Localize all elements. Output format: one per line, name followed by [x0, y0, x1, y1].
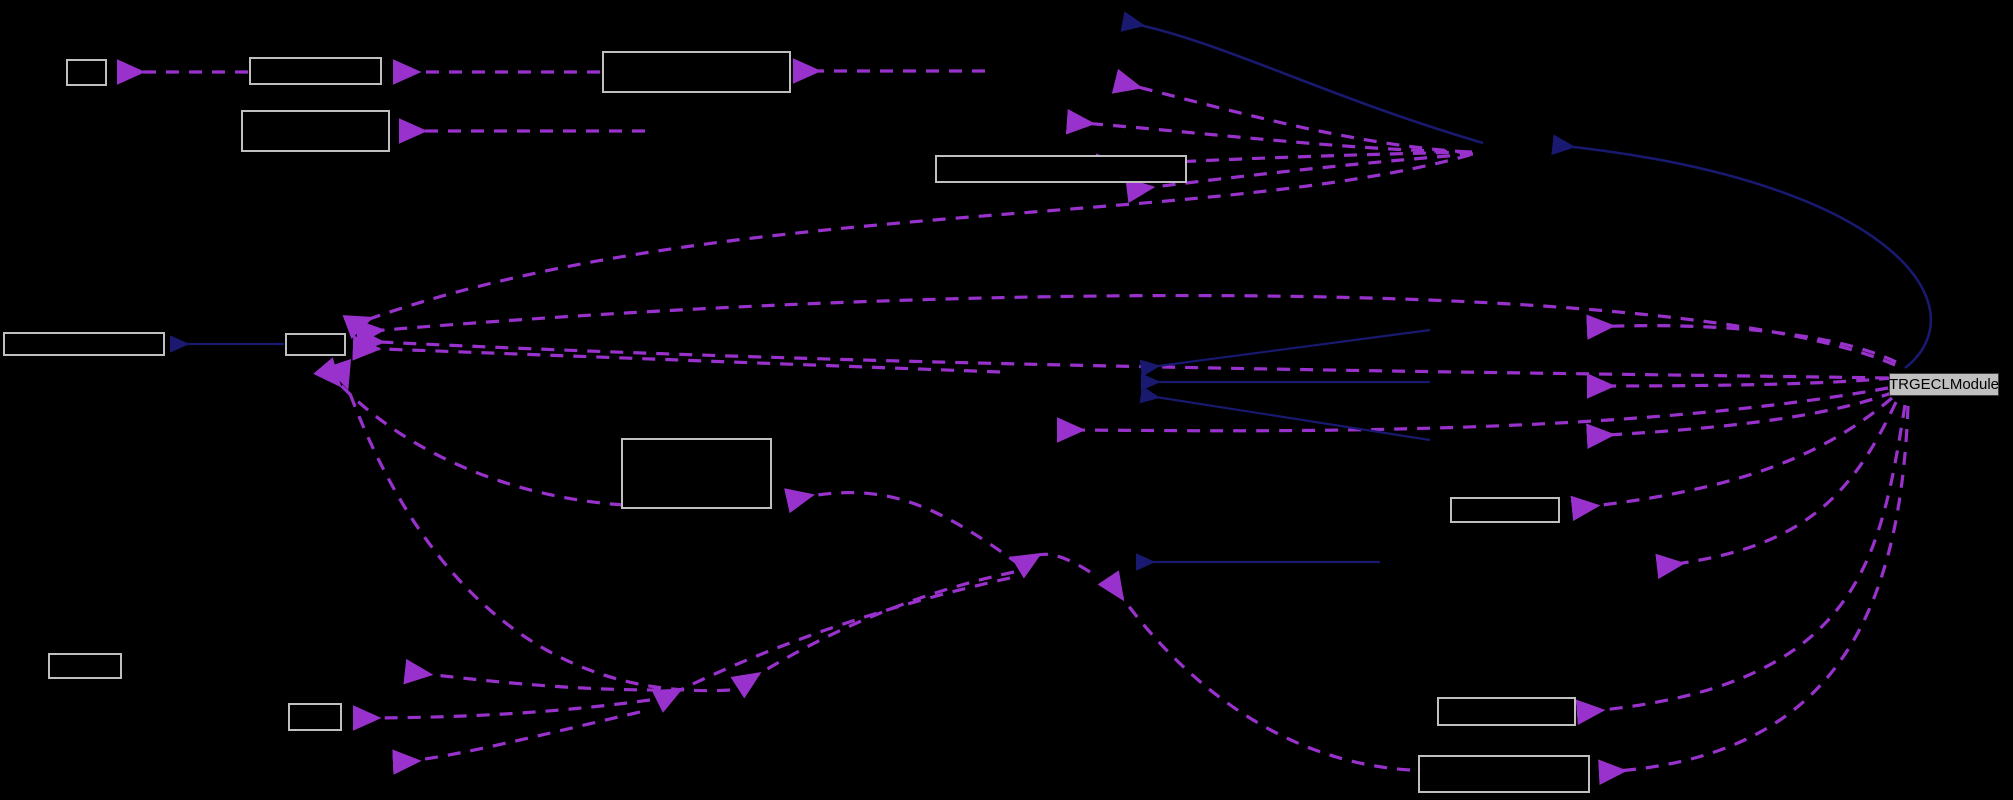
graph-node[interactable] — [241, 110, 390, 152]
graph-node[interactable] — [602, 51, 791, 93]
graph-node[interactable] — [935, 155, 1187, 183]
graph-node[interactable] — [66, 59, 107, 86]
graph-node[interactable] — [3, 332, 165, 356]
graph-node[interactable] — [621, 438, 772, 509]
graph-node-hub[interactable] — [285, 333, 346, 356]
graph-node[interactable] — [1418, 755, 1590, 793]
graph-node[interactable] — [48, 653, 122, 679]
graph-node[interactable] — [249, 57, 382, 85]
graph-node-trgeclmodule[interactable]: TRGECLModule — [1889, 373, 1999, 396]
graph-node[interactable] — [288, 703, 342, 731]
graph-node[interactable] — [1450, 497, 1560, 523]
graph-node[interactable] — [1437, 697, 1576, 726]
node-label-trgeclmodule: TRGECLModule — [1888, 376, 2000, 393]
dashed-edges — [116, 58, 1910, 785]
solid-edges — [169, 11, 1932, 571]
